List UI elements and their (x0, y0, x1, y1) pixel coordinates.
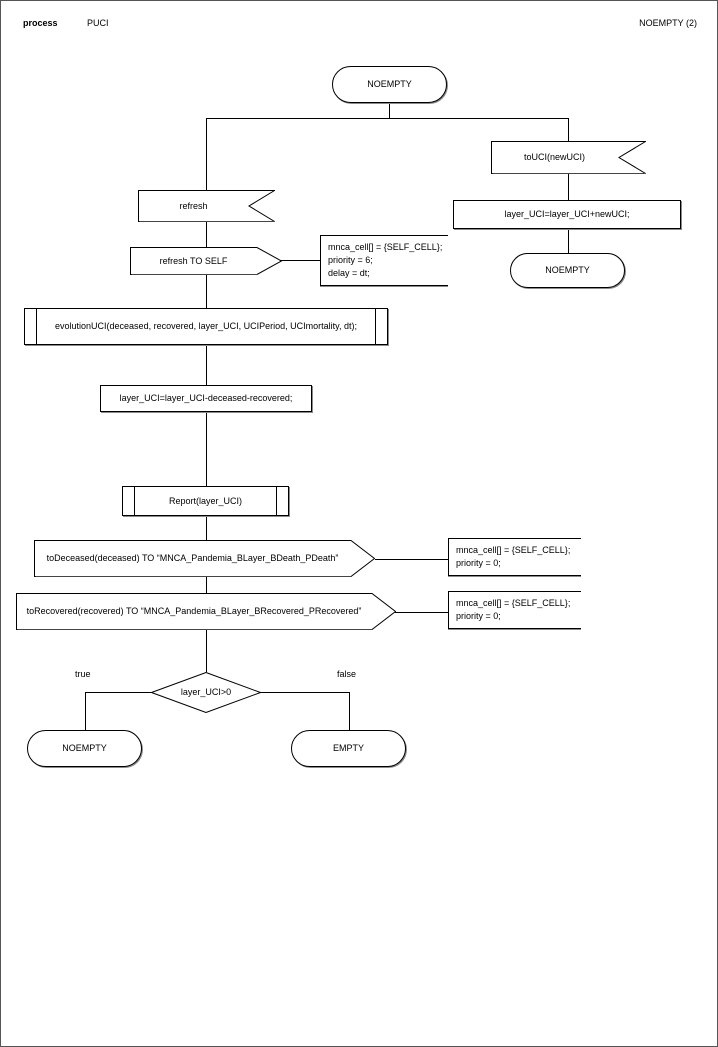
connector-task-to-state-right (568, 228, 569, 253)
output-symbol-refresh-self-outline (130, 247, 282, 275)
state-empty-end-label: EMPTY (332, 743, 364, 754)
output-symbol-todeceased[interactable]: toDeceased(deceased) TO “MNCA_Pandemia_B… (34, 540, 375, 577)
procedure-report[interactable]: Report(layer_UCI) (122, 486, 289, 516)
connector-output-to-proc (206, 274, 207, 308)
connector-right-branch-down (568, 118, 569, 141)
connector-comment-deceased (375, 559, 448, 560)
procedure-evolutionuci-bar-right (375, 309, 376, 344)
output-symbol-torecovered-label: toRecovered(recovered) TO “MNCA_Pandemia… (26, 606, 362, 617)
procedure-report-label: Report(layer_UCI) (168, 495, 243, 506)
header-page-label: NOEMPTY (2) (639, 18, 697, 28)
connector-comment-refresh (280, 260, 321, 261)
connector-recovered-to-decision (206, 630, 207, 672)
header-kind: process (23, 18, 58, 28)
output-symbol-todeceased-outline (34, 540, 375, 577)
task-subtract[interactable]: layer_UCI=layer_UCI-deceased-recovered; (100, 385, 312, 412)
header-process-name: PUCI (87, 18, 109, 28)
procedure-report-bar-left (134, 487, 135, 515)
procedure-report-bar-right (276, 487, 277, 515)
decision-layer-uci[interactable]: layer_UCI>0 (151, 672, 261, 713)
state-noempty-right-label: NOEMPTY (545, 265, 590, 276)
connector-true-horizontal (85, 692, 151, 693)
procedure-evolutionuci-label: evolutionUCI(deceased, recovered, layer_… (55, 321, 357, 332)
input-symbol-refresh[interactable]: refresh (138, 190, 275, 222)
connector-report-to-deceased (206, 516, 207, 540)
comment-recovered: mnca_cell[] = {SELF_CELL}; priority = 0; (448, 591, 581, 629)
input-symbol-touci-outline (491, 141, 646, 174)
procedure-evolutionuci[interactable]: evolutionUCI(deceased, recovered, layer_… (24, 308, 388, 345)
connector-false-down (349, 692, 350, 730)
connector-left-branch-down (206, 118, 207, 190)
connector-comment-recovered (395, 612, 448, 613)
connector-start-down (389, 102, 390, 119)
comment-refresh: mnca_cell[] = {SELF_CELL}; priority = 6;… (320, 235, 448, 286)
state-empty-end[interactable]: EMPTY (291, 730, 406, 767)
input-symbol-refresh-outline (138, 190, 275, 222)
input-symbol-refresh-label: refresh (179, 200, 208, 211)
connector-deceased-to-recovered (206, 577, 207, 593)
decision-layer-uci-outline (151, 672, 261, 713)
comment-deceased: mnca_cell[] = {SELF_CELL}; priority = 0; (448, 538, 581, 576)
output-symbol-refresh-self-label: refresh TO SELF (159, 255, 228, 266)
branch-label-true: true (75, 669, 91, 679)
task-subtract-label: layer_UCI=layer_UCI-deceased-recovered; (119, 393, 293, 404)
connector-false-horizontal (261, 692, 349, 693)
connector-true-down (85, 692, 86, 730)
connector-touci-to-task (568, 173, 569, 200)
output-symbol-todeceased-label: toDeceased(deceased) TO “MNCA_Pandemia_B… (46, 553, 339, 564)
output-symbol-refresh-self[interactable]: refresh TO SELF (130, 247, 282, 275)
state-noempty-end-label: NOEMPTY (62, 743, 107, 754)
state-noempty-right[interactable]: NOEMPTY (510, 253, 625, 288)
connector-proc-to-task (206, 345, 207, 385)
input-symbol-touci-label: toUCI(newUCI) (523, 152, 585, 163)
output-symbol-torecovered-outline (16, 593, 396, 630)
connector-split-horizontal (206, 118, 569, 119)
task-add-newuci[interactable]: layer_UCI=layer_UCI+newUCI; (453, 200, 681, 229)
output-symbol-torecovered[interactable]: toRecovered(recovered) TO “MNCA_Pandemia… (16, 593, 396, 630)
input-symbol-touci[interactable]: toUCI(newUCI) (491, 141, 646, 174)
connector-task-to-report (206, 412, 207, 486)
state-noempty-end[interactable]: NOEMPTY (27, 730, 142, 767)
state-noempty-start-label: NOEMPTY (367, 79, 412, 90)
connector-refresh-to-output (206, 221, 207, 247)
branch-label-false: false (337, 669, 357, 679)
state-noempty-start[interactable]: NOEMPTY (332, 66, 447, 103)
procedure-evolutionuci-bar-left (36, 309, 37, 344)
decision-layer-uci-label: layer_UCI>0 (180, 687, 232, 698)
task-add-newuci-label: layer_UCI=layer_UCI+newUCI; (504, 209, 630, 220)
